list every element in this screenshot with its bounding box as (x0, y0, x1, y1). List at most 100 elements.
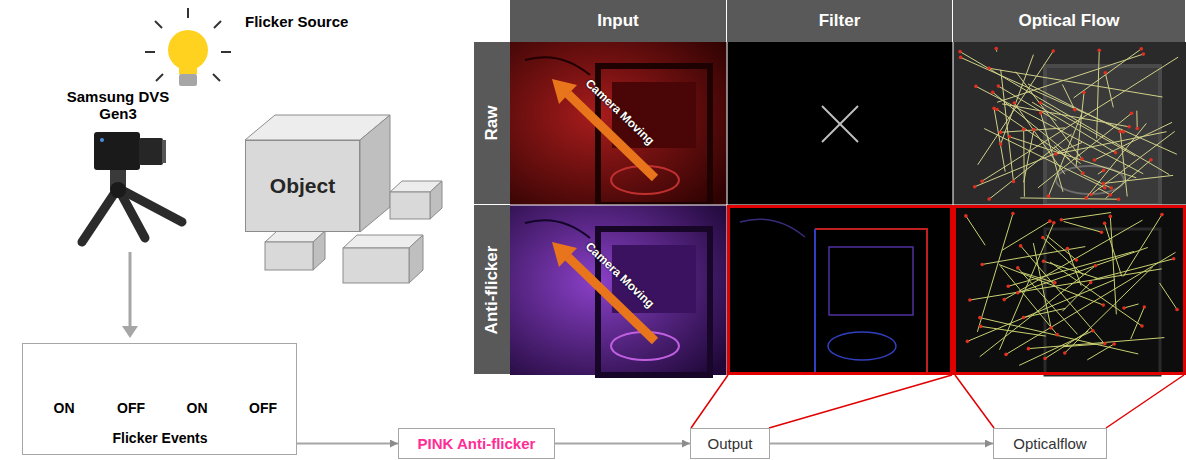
flow-point (1091, 329, 1095, 333)
flow-point (1122, 130, 1126, 134)
node-text: Flicker Events (113, 430, 208, 446)
flow-point (1049, 326, 1053, 330)
flow-vector (993, 92, 1081, 164)
flow-point (987, 197, 991, 201)
row-header: Anti-flicker (474, 205, 510, 375)
flow-point (1140, 324, 1144, 328)
flow-point (999, 142, 1003, 146)
bulb-ray (155, 21, 162, 28)
flow-point (968, 298, 972, 302)
flow-point (1112, 342, 1116, 346)
tripod-clamp (110, 182, 126, 198)
flow-point (1103, 342, 1107, 346)
flow-point (1055, 333, 1059, 337)
node-text: OFF (117, 400, 145, 416)
cross-mark (822, 106, 858, 142)
flow-point (987, 66, 991, 70)
flow-point (1039, 101, 1043, 105)
flow-point (1012, 180, 1016, 184)
flow-vector (1028, 338, 1164, 349)
node-text: Output (707, 435, 752, 452)
flow-point (999, 131, 1003, 135)
flow-point (1135, 127, 1139, 131)
flow-vector (966, 216, 985, 245)
flow-point (1160, 213, 1164, 217)
flow-point (978, 316, 982, 320)
flow-vector (1018, 268, 1078, 334)
flow-vector (1043, 238, 1083, 275)
bulb-ray (221, 51, 231, 53)
flow-point (1073, 108, 1077, 112)
flow-point (1043, 357, 1047, 361)
flow-arrow (555, 443, 690, 445)
flow-point (1102, 182, 1106, 186)
zoom-line (769, 375, 952, 428)
flow-vector (1020, 198, 1118, 199)
edge-trace (828, 332, 896, 360)
down-arrow (129, 252, 132, 328)
zoom-line (691, 375, 728, 428)
flow-point (1004, 353, 1008, 357)
flow-point (1097, 48, 1101, 52)
flow-point (974, 85, 978, 89)
flow-point (1019, 244, 1023, 248)
flow-point (1066, 247, 1070, 251)
flow-vector (1047, 235, 1077, 260)
flow-vector (984, 129, 1105, 188)
tripod-leg (118, 188, 182, 222)
flow-point (1103, 71, 1107, 75)
motion-arrowhead (552, 79, 577, 104)
node-text: ON (187, 400, 208, 416)
raw-filter-image (727, 42, 953, 205)
image-detail (525, 220, 590, 238)
bulb-neck (179, 64, 197, 74)
process-box: PINK Anti-flicker (398, 428, 555, 459)
flow-point (1081, 171, 1085, 175)
flow-point (1016, 266, 1020, 270)
flow-vector (980, 318, 1138, 354)
flow-point (1094, 264, 1098, 268)
small-cube (265, 231, 325, 270)
flow-vector (999, 223, 1053, 350)
cube-front (343, 248, 409, 283)
flow-vector (1097, 50, 1100, 138)
camera-lens (139, 138, 163, 165)
flow-point (1012, 101, 1016, 105)
flow-point (959, 56, 963, 60)
flow-vector (970, 269, 1162, 300)
flow-point (1052, 221, 1056, 225)
flow-vector (1160, 283, 1178, 310)
flow-vector (1076, 92, 1084, 166)
process-box: Output (690, 428, 770, 459)
camera-tripod (82, 132, 182, 242)
flow-vector (994, 108, 1005, 171)
events-panel: ONOFFONOFFFlicker Events (22, 343, 297, 455)
bulb-ray (156, 74, 163, 81)
flow-point (991, 90, 995, 94)
flow-point (1008, 135, 1012, 139)
flow-point (1082, 91, 1086, 95)
anti-filter-image (727, 205, 953, 375)
bulb-ray (213, 74, 220, 81)
flow-point (1142, 52, 1146, 56)
flow-point (1127, 125, 1131, 129)
anti-input-image (510, 205, 727, 375)
cube-front (265, 242, 313, 270)
flow-point (1041, 236, 1045, 240)
highlight-frame (955, 207, 1185, 374)
flow-vector (976, 86, 1143, 173)
bulb-ray (214, 21, 221, 28)
flow-vector (1105, 73, 1113, 108)
flow-vectors (964, 212, 1179, 366)
object-cube: Object (245, 140, 360, 232)
flow-vector (1136, 111, 1137, 129)
cube-side (360, 115, 390, 232)
small-cube (390, 181, 442, 219)
flow-vector (1095, 259, 1174, 279)
flow-vectors (958, 47, 1178, 201)
flow-point (1089, 193, 1093, 197)
flow-vector (1023, 129, 1025, 196)
flow-vector (982, 247, 1085, 265)
bulb-base (179, 74, 197, 86)
